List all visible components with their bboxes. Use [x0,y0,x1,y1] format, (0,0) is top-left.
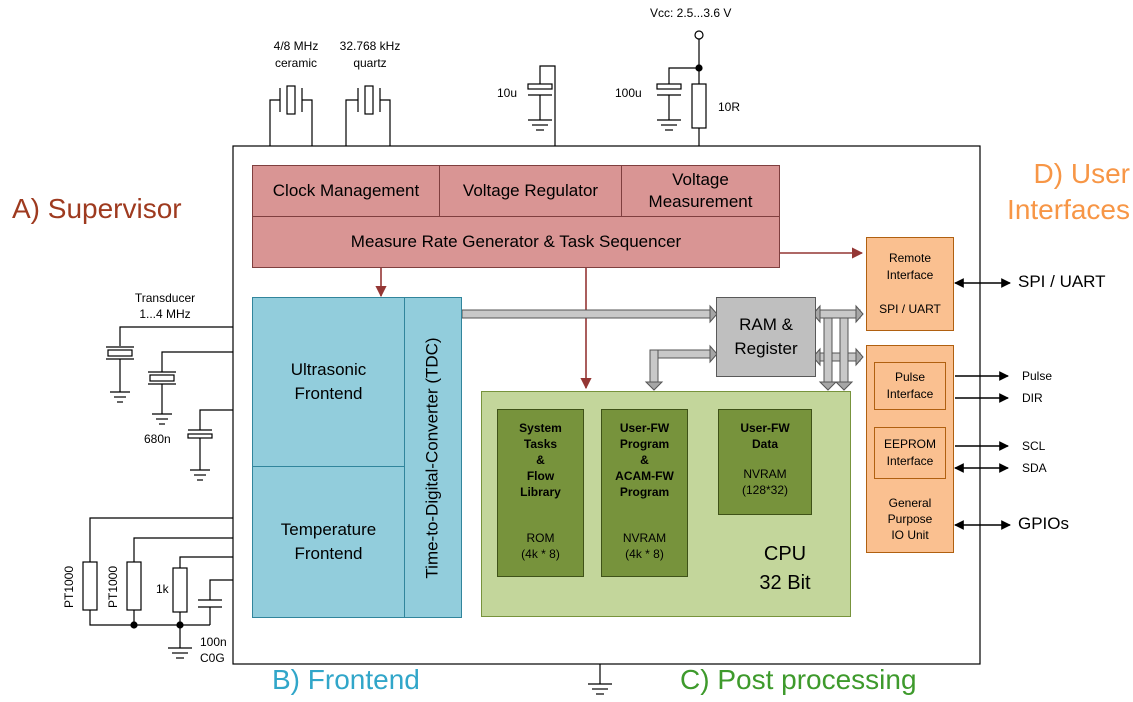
cap-100n-label: 100n C0G [200,635,227,665]
vcc-label: Vcc: 2.5...3.6 V [650,6,732,20]
section-supervisor-label: A) Supervisor [12,193,182,224]
res-10r-label: 10R [718,100,741,114]
program-block-title: User-FW Program & ACAM-FW Program [615,421,674,499]
clock-management-label: Clock Management [272,181,420,200]
ceramic-label: 4/8 MHz ceramic [273,39,319,70]
section-post-processing-label: C) Post processing [680,664,917,695]
rom-block: System Tasks & Flow Library ROM (4k * 8) [497,409,584,577]
tdc-block: Time-to-Digital-Converter (TDC) [404,297,462,618]
data-block-title: User-FW Data [740,421,790,451]
rom-block-memory: ROM (4k * 8) [521,531,560,561]
section-user-interfaces-label: D) User Interfaces [1007,158,1130,225]
transducer-label: Transducer 1...4 MHz [134,291,196,321]
temperature-frontend-label: Temperature Frontend [280,520,377,563]
transducer-symbols [106,326,233,481]
data-block-memory: NVRAM (128*32) [741,467,789,497]
sequencer-label: Measure Rate Generator & Task Sequencer [350,232,682,251]
section-frontend-label: B) Frontend [272,664,420,695]
gpio-unit-label: General Purpose IO Unit [887,496,933,542]
pulse-pin-label: Pulse [1022,369,1053,383]
rom-block-title: System Tasks & Flow Library [519,421,562,499]
quartz-label: 32.768 kHz quartz [339,39,401,70]
io-signal-arrows [954,278,1011,530]
remote-interface-block: Remote Interface SPI / UART [866,237,954,331]
sequencer-block: Measure Rate Generator & Task Sequencer [252,216,780,268]
gpios-pin-label: GPIOs [1018,514,1070,533]
ram-register-block: RAM & Register [716,297,816,377]
spi-uart-pin-label: SPI / UART [1018,272,1106,291]
cap-10u-label: 10u [497,86,518,100]
eeprom-interface-label: EEPROM Interface [883,437,936,468]
chip-ground-symbol [588,664,612,695]
pulse-interface-label: Pulse Interface [886,370,934,401]
sequencer-arrows [375,247,864,390]
voltage-measurement-label: Voltage Measurement [648,170,753,211]
cap-100u-label: 100u [615,86,642,100]
clock-management-block: Clock Management [252,165,440,217]
pt1000-b-label: PT1000 [106,565,121,609]
voltage-measurement-block: Voltage Measurement [621,165,780,217]
data-block: User-FW Data NVRAM (128*32) [718,409,812,515]
capacitor-10u-symbol [527,65,556,146]
scl-pin-label: SCL [1022,439,1046,453]
tdc-label: Time-to-Digital-Converter (TDC) [423,336,443,579]
res-1k-label: 1k [156,582,169,596]
temperature-sensor-network-symbol [82,517,233,659]
ultrasonic-frontend-label: Ultrasonic Frontend [290,360,367,403]
voltage-regulator-label: Voltage Regulator [462,181,599,200]
program-block-memory: NVRAM (4k * 8) [622,531,667,561]
quartz-crystal-symbol [345,85,391,146]
sda-pin-label: SDA [1022,461,1047,475]
eeprom-interface-block: EEPROM Interface [874,427,946,479]
cpu-label: CPU 32 Bit [759,543,811,594]
ceramic-resonator-symbol [269,85,313,146]
program-block: User-FW Program & ACAM-FW Program NVRAM … [601,409,688,577]
pulse-interface-block: Pulse Interface [874,362,946,410]
cap-680n-label: 680n [144,432,171,446]
voltage-regulator-block: Voltage Regulator [439,165,622,217]
temperature-frontend-block: Temperature Frontend [252,466,405,618]
ram-register-label: RAM & Register [734,315,798,358]
data-buses [461,304,864,391]
remote-interface-label: Remote Interface SPI / UART [879,251,941,316]
supply-network-symbol [656,30,707,146]
ultrasonic-frontend-block: Ultrasonic Frontend [252,297,405,467]
pt1000-a-label: PT1000 [62,565,77,609]
dir-pin-label: DIR [1022,391,1043,405]
